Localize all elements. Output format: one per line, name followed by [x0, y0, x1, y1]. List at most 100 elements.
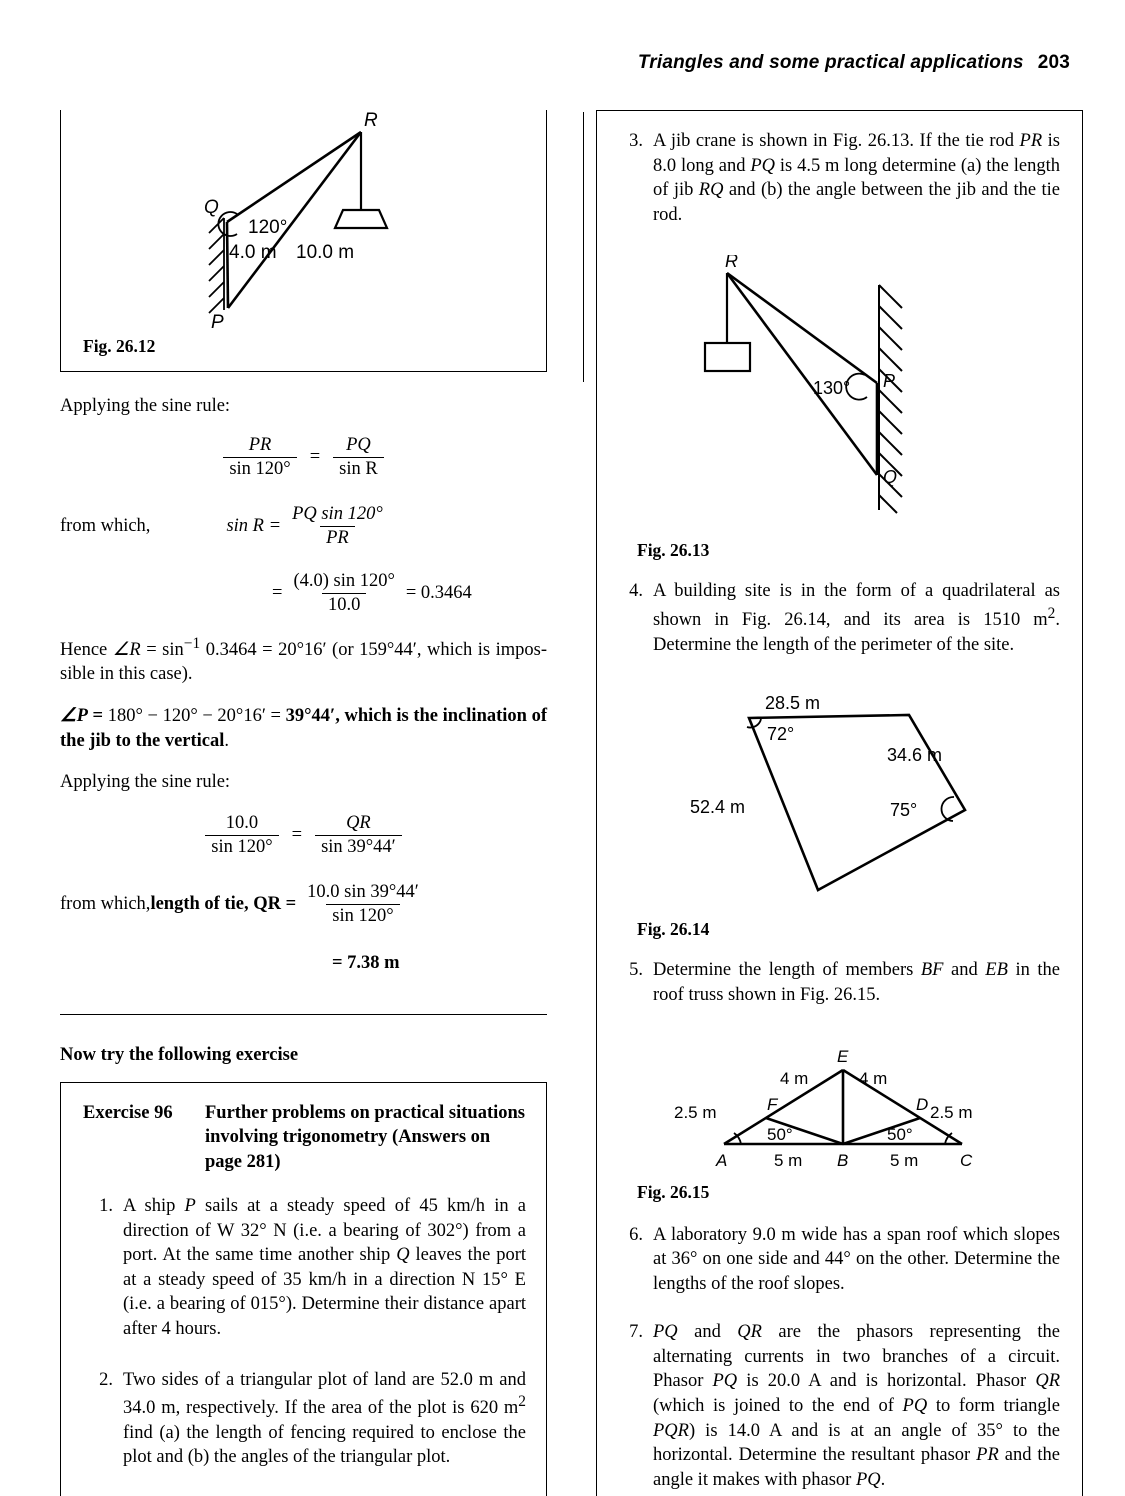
question-text: A building site is in the form of a quad… [653, 581, 1060, 655]
question-text: PQ and QR are the phasors representing t… [653, 1322, 1061, 1490]
jib-crane-triangle [725, 272, 878, 477]
right-column: 3. A jib crane is shown in Fig. 26.13. I… [596, 110, 1083, 1496]
side-label-left: 52.4 m [690, 797, 745, 817]
now-try-heading: Now try the following exercise [60, 1044, 299, 1065]
equation-5-row: from which, length of tie, QR = 10.0 sin… [60, 882, 547, 927]
exercise-question-list-right: 3. A jib crane is shown in Fig. 26.13. I… [613, 129, 1060, 227]
section-divider-rule [60, 1013, 547, 1015]
angle-arc-120 [217, 211, 238, 237]
hence-angle-R-line: Hence ∠R = sin−1 0.3464 = 20°16′ (or 159… [60, 634, 547, 685]
figure-26-12-caption: Fig. 26.12 [83, 336, 156, 356]
figure-26-12-drawing: R Q P 120° 4.0 m 10.0 m [204, 110, 389, 330]
question-5-list: 5. Determine the length of members BF an… [613, 958, 1060, 1007]
page-number: 203 [1037, 52, 1070, 73]
question-text: Two sides of a triangular plot of land a… [123, 1369, 526, 1468]
label-R: R [364, 110, 378, 131]
equation-2-row: from which, sin R = PQ sin 120° PR [60, 504, 547, 549]
question-6-7-list: 6. A laboratory 9.0 m wide has a span ro… [613, 1223, 1060, 1493]
angle-label-130: 130° [813, 378, 850, 398]
figure-26-14-drawing: 28.5 m 72° 34.6 m 52.4 m 75° [690, 693, 967, 893]
eq4-num1: 10.0 [225, 812, 259, 833]
list-item: 7. PQ and QR are the phasors representin… [613, 1320, 1060, 1492]
quadrilateral-shape [746, 713, 967, 893]
label-R: R [725, 255, 738, 271]
wall-hatching-icon [208, 217, 225, 314]
question-number: 4. [629, 581, 643, 602]
base-label-left: 5 m [774, 1151, 802, 1170]
figure-26-14-wrap: 28.5 m 72° 34.6 m 52.4 m 75° [613, 685, 1060, 915]
eq3-num: (4.0) sin 120° [293, 570, 395, 591]
final-answer-row: = 7.38 m [60, 953, 547, 974]
side-label-PR: 10.0 m [296, 242, 354, 263]
from-which-2-plain: from which, [60, 893, 151, 914]
from-which-1: from which, [60, 515, 151, 536]
list-item: 5. Determine the length of members BF an… [613, 958, 1060, 1007]
side-label-PQ: 4.0 m [229, 242, 277, 263]
eq4-den2: sin 39°44′ [315, 834, 402, 858]
side-label-right-rafter: 4 m [859, 1069, 887, 1088]
wall-hatching-icon [877, 284, 903, 515]
eq1-den1: sin 120° [223, 456, 297, 480]
figure-26-13-wrap: R P Q 130° [613, 255, 1060, 530]
exercise-number: Exercise 96 [83, 1102, 173, 1123]
eq5-den: sin 120° [326, 903, 400, 927]
exercise-box: Exercise 96 Further problems on practica… [60, 1081, 547, 1496]
eq4-num2: QR [346, 812, 371, 833]
label-E: E [837, 1048, 849, 1066]
left-column: R Q P 120° 4.0 m 10.0 m Fig. 26.12 Apply… [60, 110, 547, 1496]
label-C: C [960, 1151, 973, 1170]
applying-sine-rule-2: Applying the sine rule: [60, 772, 231, 793]
angle-label-75: 75° [890, 800, 917, 820]
equation-1: PR sin 120° = PQ sin R [60, 435, 547, 480]
list-item: 6. A laboratory 9.0 m wide has a span ro… [613, 1223, 1060, 1297]
load-hanger-icon [333, 132, 389, 230]
label-F: F [767, 1095, 779, 1114]
list-item: 2. Two sides of a triangular plot of lan… [83, 1368, 526, 1471]
eq3-equals: = [272, 582, 283, 603]
question-number: 2. [99, 1369, 113, 1390]
question-4-list: 4. A building site is in the form of a q… [613, 579, 1060, 657]
chapter-title: Triangles and some practical application… [637, 52, 1024, 73]
question-number: 1. [99, 1195, 113, 1216]
label-B: B [837, 1151, 848, 1170]
eq2-den: PR [320, 525, 355, 549]
exercise-box-continued: 3. A jib crane is shown in Fig. 26.13. I… [596, 110, 1083, 1496]
question-number: 3. [629, 131, 643, 151]
final-answer: = 7.38 m [332, 952, 400, 973]
side-label-right-lower: 2.5 m [930, 1103, 973, 1122]
eq3-result: = 0.3464 [405, 582, 472, 603]
side-label-right: 34.6 m [887, 745, 942, 765]
eq3-den: 10.0 [321, 592, 367, 616]
angle-arc-130 [844, 373, 868, 401]
question-text: Determine the length of members BF and E… [653, 960, 1060, 1005]
figure-26-15-wrap: E F D A B C 4 m 4 m 2.5 m 2.5 m 50° 50° … [613, 1048, 1060, 1170]
side-label-top: 28.5 m [765, 693, 820, 713]
figure-26-12-box: R Q P 120° 4.0 m 10.0 m Fig. 26.12 [60, 110, 547, 372]
angle-arc-72 [746, 719, 762, 729]
exercise-title: Further problems on practical situations… [205, 1102, 525, 1172]
figure-26-15-drawing: E F D A B C 4 m 4 m 2.5 m 2.5 m 50° 50° … [674, 1048, 973, 1170]
angle-arc-A-50 [732, 1131, 742, 1144]
applying-sine-rule-1: Applying the sine rule: [60, 396, 231, 416]
load-hanger-icon [703, 273, 751, 373]
question-number: 7. [629, 1322, 643, 1343]
angle-label-A-50: 50° [767, 1125, 793, 1144]
figure-26-13-drawing: R P Q 130° [703, 255, 903, 515]
base-label-right: 5 m [890, 1151, 918, 1170]
equation-3-row: = (4.0) sin 120° 10.0 = 0.3464 [60, 571, 547, 616]
angle-label-C-50: 50° [887, 1125, 913, 1144]
eq1-num1: PR [248, 434, 272, 455]
question-text: A laboratory 9.0 m wide has a span roof … [653, 1224, 1060, 1294]
exercise-heading: Exercise 96 Further problems on practica… [83, 1101, 526, 1174]
eq1-equals: = [309, 446, 321, 467]
angle-P-result-line: ∠P = 180° − 120° − 20°16′ = 39°44′, whic… [60, 705, 548, 751]
page-header: Triangles and some practical application… [0, 52, 1070, 74]
question-text: A ship P sails at a steady speed of 45 k… [123, 1195, 527, 1339]
eq1-num2: PQ [346, 434, 371, 455]
side-label-left-rafter: 4 m [780, 1069, 808, 1088]
list-item: 1. A ship P sails at a steady speed of 4… [83, 1194, 526, 1342]
label-Q: Q [883, 467, 897, 487]
exercise-question-list-left: 1. A ship P sails at a steady speed of 4… [83, 1194, 526, 1470]
eq4-equals: = [291, 824, 303, 845]
eq4-den1: sin 120° [205, 834, 279, 858]
